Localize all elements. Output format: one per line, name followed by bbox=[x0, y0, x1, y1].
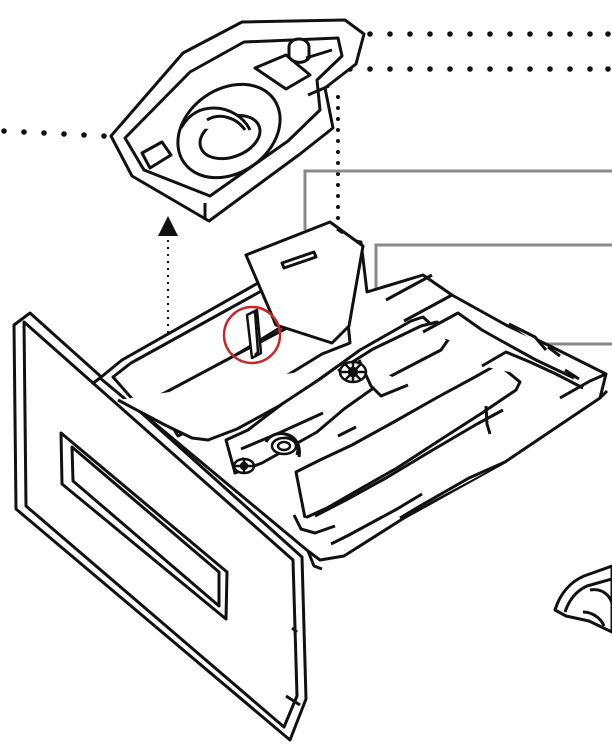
siphon-caps bbox=[232, 360, 368, 475]
dotted-leader-left bbox=[1, 128, 107, 139]
siphon-cap-main bbox=[338, 360, 368, 384]
highlight-circle bbox=[222, 305, 282, 365]
siphon-cap-small bbox=[232, 457, 256, 475]
liquid-detergent-insert bbox=[245, 308, 263, 360]
dispenser-drawer-front bbox=[12, 311, 308, 742]
dispenser-drawer-tray bbox=[91, 237, 609, 571]
dotted-leader-top-right bbox=[367, 31, 611, 37]
detergent-insert-cup bbox=[109, 18, 366, 223]
loose-insert-part bbox=[553, 564, 612, 634]
fabric-softener-flap bbox=[244, 220, 365, 345]
siphon-cap-left bbox=[270, 436, 298, 456]
dotted-leader-middle-right bbox=[347, 66, 611, 72]
